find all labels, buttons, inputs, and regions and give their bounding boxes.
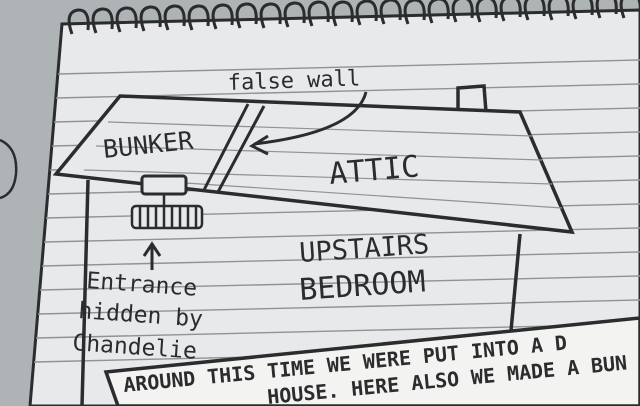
spiral-binding — [67, 0, 640, 35]
entrance-arrow — [142, 241, 162, 270]
false-wall — [202, 103, 266, 193]
edge-circle-icon — [0, 138, 18, 200]
attic-label: ATTIC — [328, 149, 421, 192]
false-wall-arrowhead — [248, 134, 269, 156]
chandelier-icon — [130, 194, 204, 230]
caption-box — [103, 316, 640, 406]
house-roof — [52, 94, 575, 235]
house-left-wall — [80, 179, 90, 406]
chimney — [456, 84, 488, 114]
hatch-box — [140, 174, 188, 196]
false-wall-arrow — [253, 91, 368, 146]
false-wall-label: false wall — [227, 66, 360, 96]
